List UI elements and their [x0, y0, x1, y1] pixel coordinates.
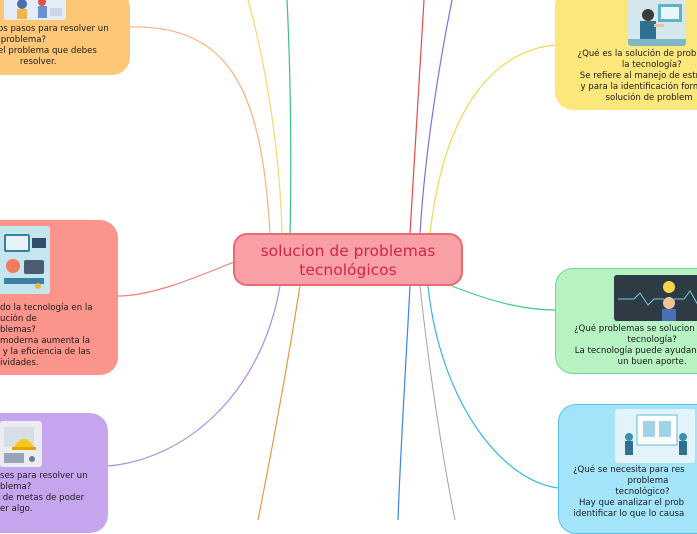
node-bottom-right[interactable]: ¿Qué se necesita para res problema tecno… — [558, 404, 697, 534]
node-bottom-left[interactable]: ses para resolver un blema? de metas de … — [0, 413, 108, 533]
node-mid-right-text: ¿Qué problemas se solucion tecnología? L… — [574, 324, 697, 367]
central-topic-title: solucion de problemas tecnológicos — [260, 242, 436, 279]
engineer-helmet-illustration-icon — [0, 421, 42, 467]
node-bottom-left-text: ses para resolver un blema? de metas de … — [0, 471, 88, 514]
blueprint-illustration-icon — [615, 409, 695, 463]
people-illustration-icon — [4, 0, 66, 20]
central-topic[interactable]: solucion de problemas tecnológicos — [233, 233, 463, 286]
lightbulb-idea-illustration-icon — [614, 275, 697, 321]
workspace-illustration-icon — [0, 226, 50, 294]
node-bottom-right-text: ¿Qué se necesita para res problema tecno… — [573, 465, 685, 519]
technician-illustration-icon — [628, 0, 686, 46]
node-top-left-text: os pasos para resolver un problema? el p… — [0, 24, 109, 67]
node-top-left[interactable]: os pasos para resolver un problema? el p… — [0, 0, 130, 75]
node-mid-left[interactable]: do la tecnología en la ución de blemas? … — [0, 220, 118, 375]
connector-lines — [107, 0, 559, 520]
node-mid-right[interactable]: ¿Qué problemas se solucion tecnología? L… — [555, 268, 697, 374]
node-top-right-text: ¿Qué es la solución de probl la tecnolog… — [577, 49, 697, 103]
node-mid-left-text: do la tecnología en la ución de blemas? … — [0, 303, 93, 368]
node-top-right[interactable]: ¿Qué es la solución de probl la tecnolog… — [555, 0, 697, 110]
